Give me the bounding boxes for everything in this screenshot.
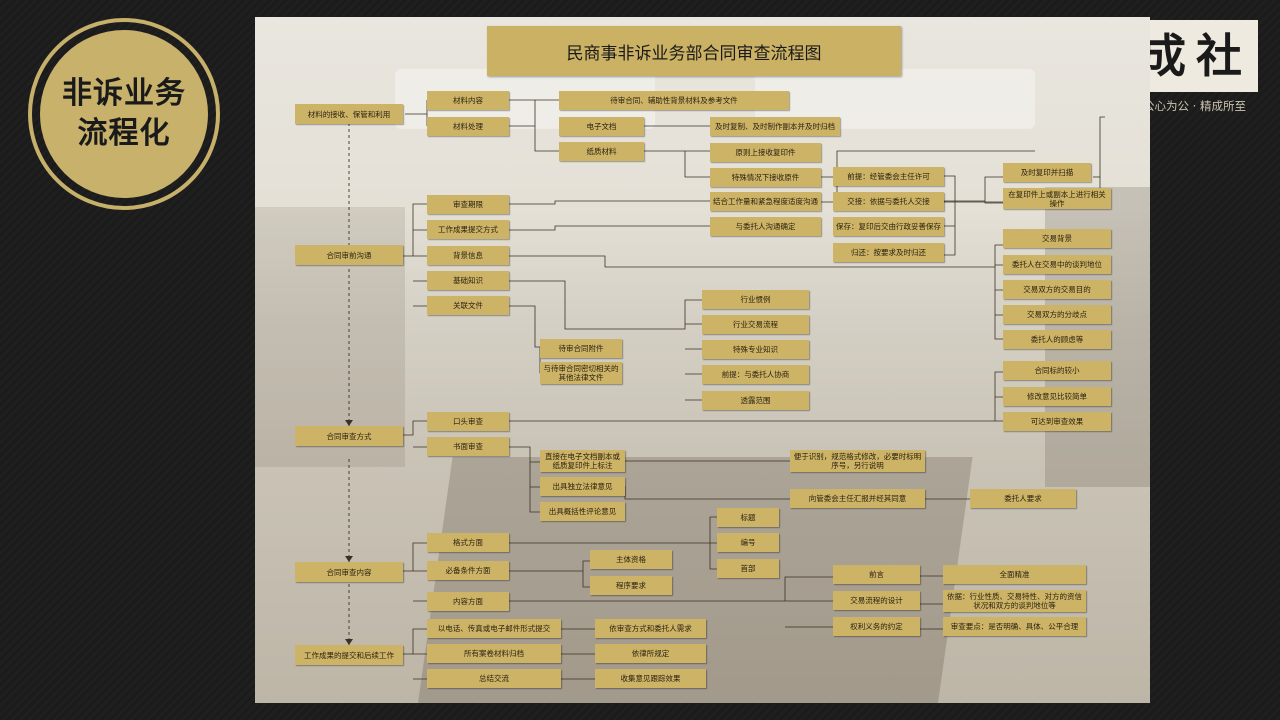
node-written-review: 书面审查 [427, 437, 509, 456]
node-report-director: 向管委会主任汇报并经其同意 [790, 489, 925, 508]
node-flow-desc: 依据：行业性质、交易特性、对方的资信状况和双方的谈判地位等 [943, 590, 1086, 612]
node-basic-item: 特殊专业知识 [702, 340, 809, 359]
phase-pre-review-communication: 合同审前沟通 [295, 245, 403, 265]
node-basic-item: 行业惯例 [702, 290, 809, 309]
node-summary-exchange: 总结交流 [427, 669, 561, 688]
node-essential-aspect: 必备条件方面 [427, 561, 509, 580]
node-bg-item: 交易双方的交易目的 [1003, 280, 1111, 299]
node-format-item: 首部 [717, 559, 779, 578]
flowchart-panel: 民商事非诉业务部合同审查流程图 [255, 17, 1150, 703]
node-material-processing: 材料处理 [427, 117, 509, 136]
node-bg-item: 交易背景 [1003, 229, 1111, 248]
node-review-deadline: 审查期限 [427, 195, 509, 214]
node-substance-aspect: 内容方面 [427, 592, 509, 611]
section-badge: 非诉业务 流程化 [40, 30, 208, 198]
node-basic-item: 行业交易流程 [702, 315, 809, 334]
section-badge-ring [28, 18, 220, 210]
node-subject-qualification: 主体资格 [590, 550, 672, 569]
node-related-legal-docs: 与待审合同密切相关的其他法律文件 [540, 362, 622, 384]
node-paper-desc: 原则上接收复印件 [710, 143, 821, 162]
node-submit-desc: 与委托人沟通确定 [710, 217, 821, 236]
node-original-premise: 前提：经管委会主任许可 [833, 167, 944, 186]
node-submit-by-channel: 以电话、传真或电子邮件形式提交 [427, 619, 561, 638]
node-disclosure-scope: 透露范围 [702, 391, 809, 410]
node-preface-desc: 全面精准 [943, 565, 1086, 584]
node-preface: 前言 [833, 565, 920, 584]
node-original-storage: 保存：复印后交由行政妥善保存 [833, 217, 944, 236]
node-scope-premise: 前提：与委托人协商 [702, 365, 809, 384]
node-basic-knowledge: 基础知识 [427, 271, 509, 290]
node-procedure-requirement: 程序要求 [590, 576, 672, 595]
node-summary-opinion: 出具概括性评论意见 [540, 502, 625, 521]
node-rights-desc: 审查要点：是否明确、具体、公平合理 [943, 617, 1086, 636]
node-content-desc: 待审合同、辅助性背景材料及参考文件 [559, 91, 789, 110]
node-deadline-desc: 结合工作量和紧急程度适度沟通 [710, 192, 821, 211]
node-oral-item: 修改意见比较简单 [1003, 387, 1111, 406]
node-rights-obligations: 权利义务的约定 [833, 617, 920, 636]
node-format-item: 标题 [717, 508, 779, 527]
diagram-title: 民商事非诉业务部合同审查流程图 [487, 26, 901, 76]
node-special-original: 特殊情况下接收原件 [710, 168, 821, 187]
node-summary-desc: 收集意见跟踪效果 [595, 669, 706, 688]
node-original-return: 归还：按要求及时归还 [833, 243, 944, 262]
node-flow-design: 交易流程的设计 [833, 591, 920, 610]
node-electronic-docs: 电子文档 [559, 117, 644, 136]
node-copy-operations: 在复印件上或副本上进行相关操作 [1003, 188, 1111, 209]
node-electronic-desc: 及时复制、及时制作副本并及时归档 [710, 117, 840, 136]
node-submit-mode: 工作成果提交方式 [427, 220, 509, 239]
node-annotation-desc: 便于识别，规范格式修改，必要时标明序号，另行说明 [790, 450, 925, 472]
node-independent-opinion: 出具独立法律意见 [540, 477, 625, 496]
node-original-handover: 交接：依据与委托人交接 [833, 192, 944, 211]
node-bg-item: 委托人在交易中的谈判地位 [1003, 255, 1111, 274]
node-archive-materials: 所有案卷材料归档 [427, 644, 561, 663]
node-bg-item: 委托人的顾虑等 [1003, 330, 1111, 349]
phase-review-method: 合同审查方式 [295, 426, 403, 446]
phase-material-handling: 材料的接收、保管和利用 [295, 104, 403, 124]
node-bg-item: 交易双方的分歧点 [1003, 305, 1111, 324]
node-oral-item: 可达到审查效果 [1003, 412, 1111, 431]
node-contract-annex: 待审合同附件 [540, 339, 622, 358]
phase-review-content: 合同审查内容 [295, 562, 403, 582]
node-format-aspect: 格式方面 [427, 533, 509, 552]
node-related-files: 关联文件 [427, 296, 509, 315]
node-client-request: 委托人要求 [970, 489, 1076, 508]
node-oral-review: 口头审查 [427, 412, 509, 431]
node-send-desc: 依审查方式和委托人需求 [595, 619, 706, 638]
node-direct-annotation: 直接在电子文档副本或纸质复印件上标注 [540, 450, 625, 472]
phase-submission-followup: 工作成果的提交和后续工作 [295, 645, 403, 665]
node-oral-item: 合同标的较小 [1003, 361, 1111, 380]
node-material-content: 材料内容 [427, 91, 509, 110]
node-archive-desc: 依律所规定 [595, 644, 706, 663]
node-paper-materials: 纸质材料 [559, 142, 644, 161]
node-format-item: 编号 [717, 533, 779, 552]
badge-line-2: 流程化 [77, 116, 171, 151]
node-background-info: 背景信息 [427, 246, 509, 265]
badge-line-1: 非诉业务 [62, 76, 186, 111]
node-copy-scan: 及时复印并扫描 [1003, 163, 1091, 182]
